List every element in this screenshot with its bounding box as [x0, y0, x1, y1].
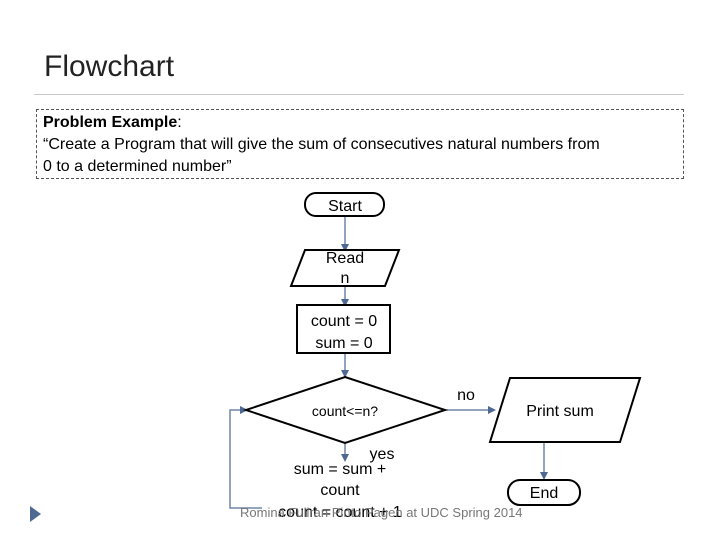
problem-line-1: “Create a Program that will give the sum…: [43, 136, 600, 153]
loop-process: [262, 462, 415, 520]
start-label: Start: [328, 198, 362, 215]
connector-loop-back: [229, 406, 262, 509]
problem-colon: :: [177, 114, 182, 131]
end-terminal: [507, 479, 581, 506]
loop-label-line1: sum = sum +: [294, 461, 386, 478]
loop-label-line3: count = count + 1: [278, 504, 402, 521]
read-label-line1: Read: [326, 250, 364, 267]
init-process: [296, 304, 391, 354]
problem-line-2: 0 to a determined number”: [43, 158, 232, 175]
problem-label: Problem Example: [43, 114, 178, 131]
init-label-line1: count = 0: [311, 313, 377, 330]
print-label: Print sum: [526, 403, 594, 420]
decision-diamond: [242, 375, 449, 445]
loop-label-line2: count: [320, 482, 360, 499]
no-label: no: [457, 387, 475, 404]
problem-statement: Problem Example: “Create a Program that …: [43, 112, 683, 178]
init-label-line2: sum = 0: [315, 335, 372, 352]
slide-bullet-icon: [30, 506, 41, 522]
read-input-shape: [289, 249, 401, 287]
read-label-line2: n: [341, 270, 350, 287]
problem-box: [36, 109, 684, 179]
decision-label: count<=n?: [312, 403, 378, 419]
print-output-shape: [488, 377, 642, 443]
slide-title: Flowchart: [44, 50, 175, 83]
yes-label: yes: [370, 446, 395, 463]
start-terminal: [304, 192, 385, 217]
end-label: End: [530, 485, 558, 502]
slide-footer: Romina Fuliran Pinto Pagen at UDC Spring…: [240, 505, 523, 520]
title-divider: [34, 94, 684, 95]
